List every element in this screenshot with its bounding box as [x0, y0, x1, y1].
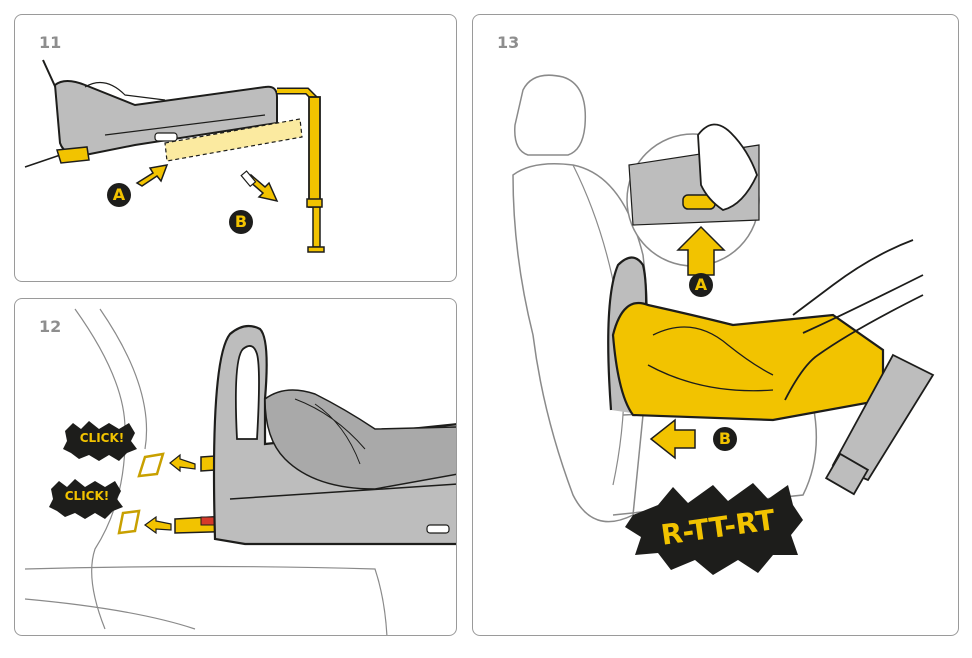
- base-handle-slot: [154, 132, 178, 142]
- cushion-line-2: [24, 598, 196, 630]
- sound-burst: [625, 483, 803, 575]
- arrow-b: [649, 418, 696, 460]
- base-body: [212, 324, 456, 546]
- step-13-illustration: [512, 74, 935, 575]
- connector-indicator: [200, 516, 216, 526]
- cushion-line: [24, 565, 388, 635]
- support-leg: [308, 96, 321, 208]
- base-shell-inner: [84, 81, 266, 136]
- panel-13: 13 A B R-TT-RT: [472, 14, 959, 636]
- arrow-lower: [143, 515, 172, 535]
- support-leg-lower: [312, 206, 321, 248]
- marker-b: B: [713, 427, 737, 451]
- arrow-a: [676, 225, 726, 276]
- base-rail: [229, 483, 456, 500]
- hand-upper: [792, 239, 924, 334]
- hand-lower: [784, 294, 924, 401]
- marker-b: B: [229, 210, 253, 234]
- click-callout-upper: CLICK!: [79, 431, 125, 445]
- seat-headrest: [514, 74, 587, 156]
- support-leg-foot: [824, 452, 870, 496]
- arrow-a: [135, 164, 169, 187]
- click-callout-lower: CLICK!: [64, 489, 110, 503]
- zoom-hand: [697, 123, 758, 211]
- step-11-illustration: [24, 59, 325, 253]
- arrow-upper: [169, 453, 196, 473]
- support-leg-foot: [307, 246, 325, 253]
- support-leg: [831, 353, 935, 482]
- panel-12: 12 CLICK! CLICK!: [14, 298, 457, 636]
- click-burst-lower: [49, 479, 123, 519]
- isofix-anchor-upper: [137, 452, 165, 478]
- marker-a: A: [689, 273, 713, 297]
- seat-outline-2: [99, 308, 148, 450]
- panel-11: 11 A B: [14, 14, 457, 282]
- base-handle-slot: [426, 524, 450, 534]
- dashed-extension: [164, 118, 303, 162]
- panel-number: 13: [497, 33, 520, 52]
- click-burst-upper: [63, 421, 137, 461]
- base-shell-detail: [647, 326, 774, 392]
- support-leg-collar: [306, 198, 323, 208]
- seat-shell: [264, 389, 456, 490]
- seat-shell-detail: [294, 398, 366, 465]
- base-body: [611, 302, 885, 422]
- arrow-b-stripe: [240, 170, 257, 188]
- seat-outline: [74, 308, 126, 630]
- panel-number: 11: [39, 33, 62, 52]
- seat-backrest: [512, 163, 649, 523]
- front-latch: [56, 146, 90, 164]
- isofix-anchor-lower: [117, 509, 141, 535]
- marker-a: A: [107, 183, 131, 207]
- panel-number: 12: [39, 317, 62, 336]
- base-handle-opening: [234, 345, 260, 440]
- step-12-illustration: [24, 308, 456, 635]
